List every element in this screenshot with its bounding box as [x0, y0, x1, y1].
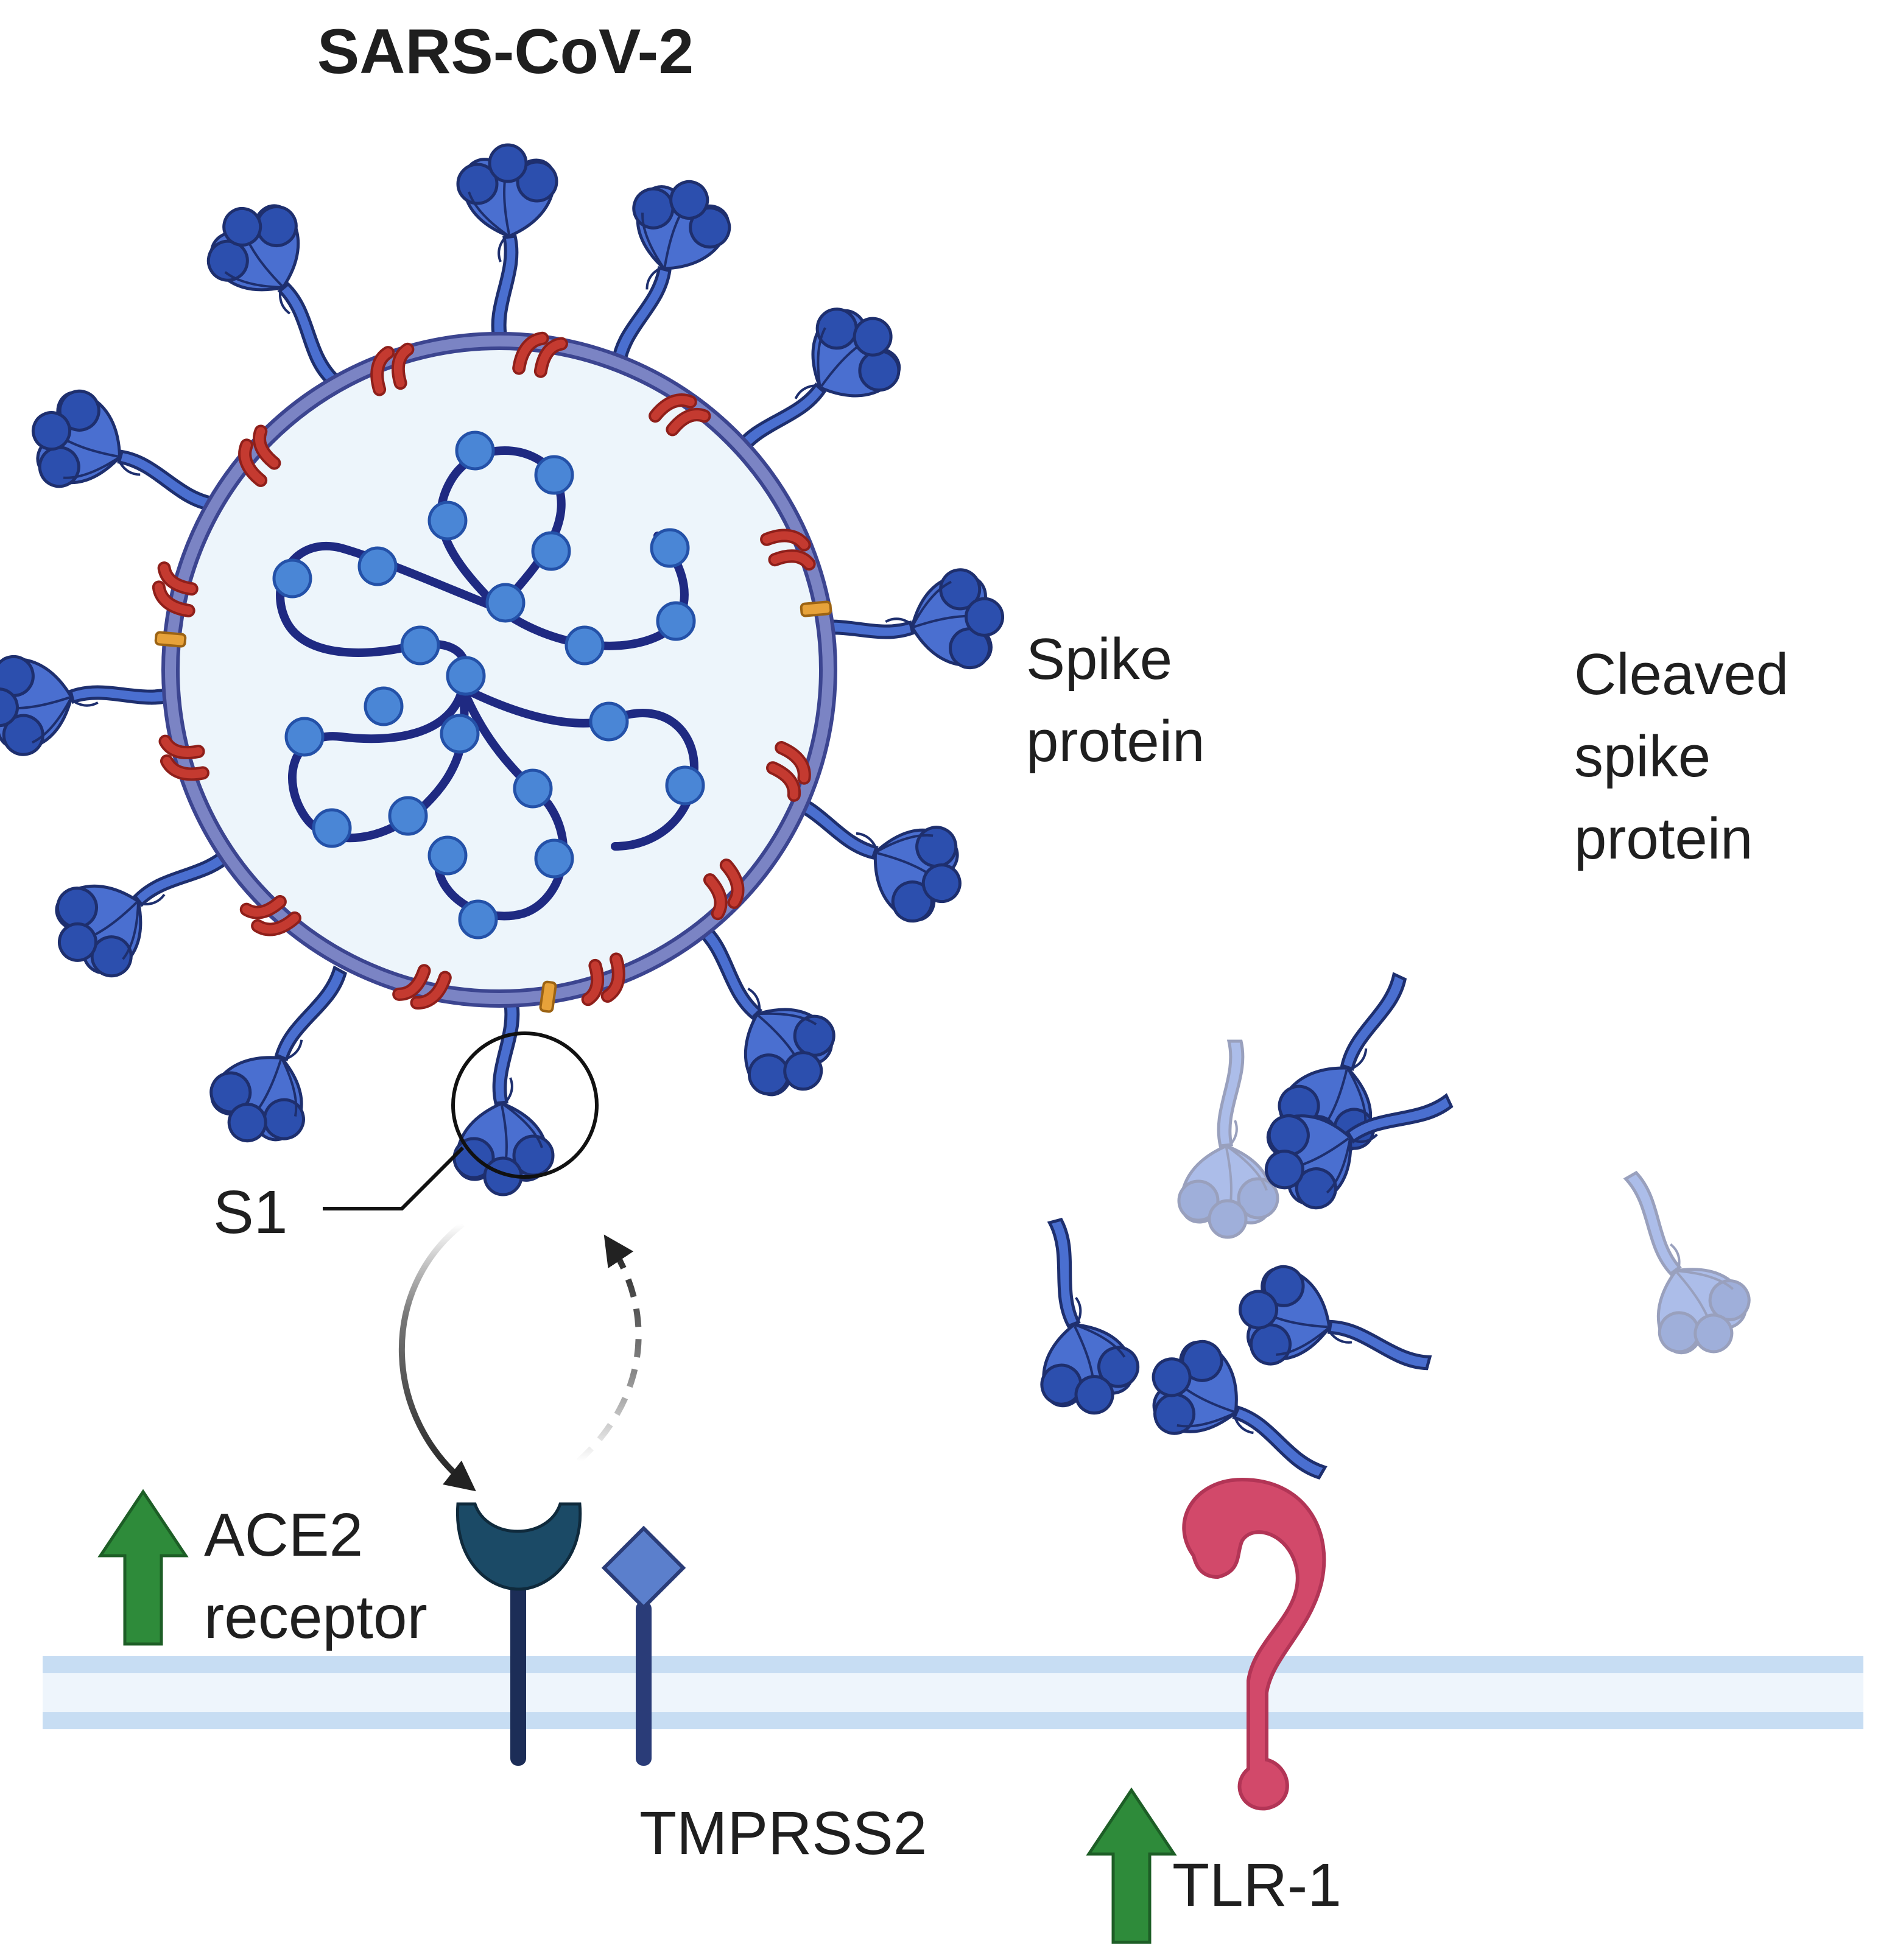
- ace2-receptor-label: ACE2 receptor: [204, 1501, 427, 1651]
- ace2-label-line: ACE2: [204, 1501, 363, 1569]
- cleaved-label-line: protein: [1574, 806, 1753, 871]
- s1-callout-line: [323, 1146, 465, 1210]
- cleaved-label-line: spike: [1574, 724, 1711, 789]
- spike-protein-label: Spike protein: [1026, 627, 1205, 774]
- tlr1-up-arrow-icon: [1086, 1787, 1177, 1944]
- host-cell-membrane: [43, 1656, 1863, 1729]
- spike-label-line: Spike: [1026, 627, 1172, 692]
- s1-highlight-circle: [451, 1031, 599, 1179]
- cleaved-spike: [1001, 1210, 1147, 1425]
- tmprss2-protease: [601, 1525, 686, 1766]
- cleaved-spike: [1247, 1050, 1466, 1223]
- virion: [0, 145, 1008, 1195]
- cleaved-spike: [1583, 1154, 1766, 1374]
- cleaved-spikes: [1001, 953, 1766, 1509]
- title: SARS-CoV-2: [317, 16, 694, 87]
- ace2-receptor: [455, 1502, 582, 1766]
- tmprss2-label: TMPRSS2: [639, 1799, 927, 1867]
- cleaved-spike: [1228, 1258, 1443, 1404]
- s1-label: S1: [213, 1178, 287, 1246]
- cleaved-spike: [1179, 1041, 1278, 1237]
- priming-arrow: [576, 1234, 642, 1464]
- ace2-label-line: receptor: [204, 1583, 427, 1651]
- cleaved-label-line: Cleaved: [1574, 642, 1788, 707]
- tlr1-receptor: [1182, 1477, 1326, 1811]
- rna-genome: [272, 430, 705, 940]
- tlr1-label: TLR-1: [1172, 1851, 1342, 1919]
- binding-arrow: [399, 1221, 476, 1492]
- cleaved-spike-protein-label: Cleaved spike protein: [1574, 642, 1805, 871]
- ace2-up-arrow-icon: [97, 1489, 189, 1646]
- spike-label-line: protein: [1026, 709, 1205, 774]
